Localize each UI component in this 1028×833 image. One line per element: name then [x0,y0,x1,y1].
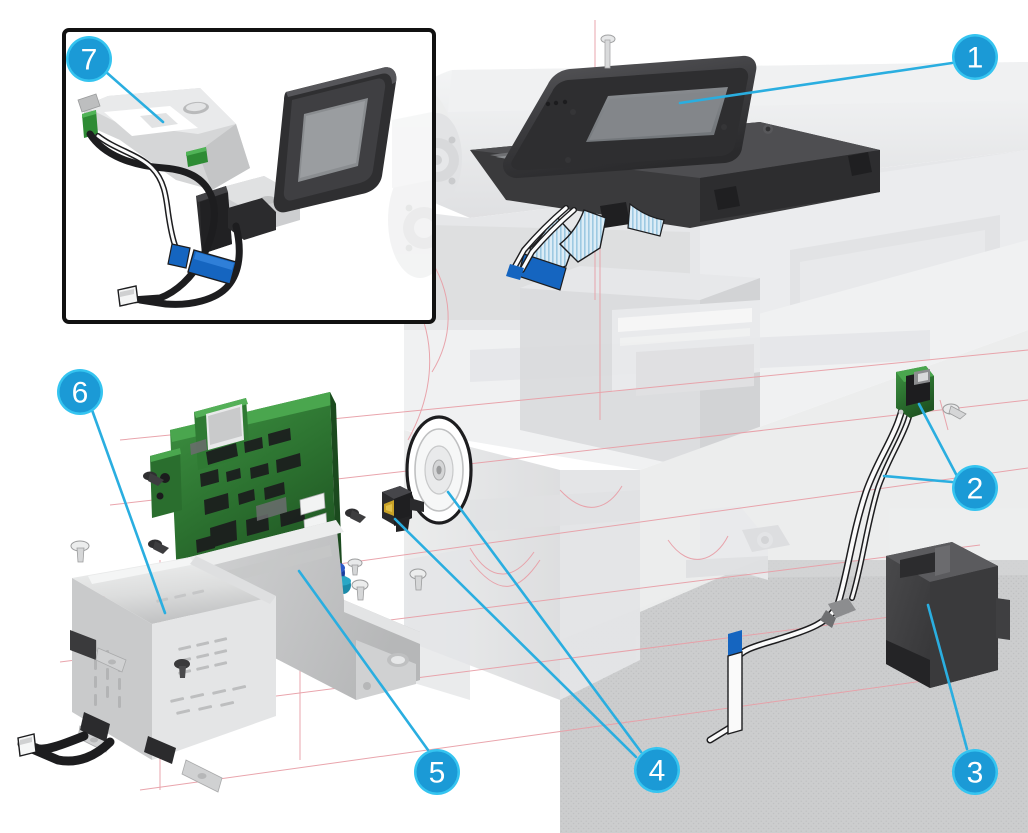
carriage-assembly-ghost [520,266,760,470]
callout-7-number: 7 [81,44,98,77]
detail-inset-frame [62,28,436,324]
callout-2-leader-2 [882,474,954,484]
callout-7-disc [68,38,110,80]
part-maintenance-cartridge-box [886,542,1010,688]
callout-6-leader-1 [90,408,167,615]
callout-6[interactable]: 6 [57,369,103,415]
callout-1-leader-1 [678,61,954,105]
callout-3-disc [954,751,996,793]
callout-3-leader-1 [926,603,969,751]
callout-leader-lines [90,61,969,759]
screw-encoder-sensor [347,558,363,576]
callout-bubbles: 1 2 3 4 5 6 7 [57,34,998,795]
inset-illustration [66,32,432,320]
callout-6-disc [59,371,101,413]
part-power-supply-unit [17,556,276,793]
callout-4-disc [636,749,678,791]
screw-sensor [942,403,967,420]
part-main-pca-board [150,392,420,700]
callout-1[interactable]: 1 [952,34,998,80]
part-encoder-disc [405,415,473,525]
callout-2-number: 2 [967,473,984,506]
part-sensor-pca-and-cable [706,366,967,744]
callout-4-leader-1 [446,490,643,754]
callout-4-number: 4 [649,755,666,788]
callout-6-number: 6 [72,377,89,410]
callout-2[interactable]: 2 [952,465,998,511]
callout-5-leader-1 [297,569,430,752]
callout-2-disc [954,467,996,509]
callout-5-number: 5 [429,757,446,790]
screw-psu-top [174,659,190,678]
callout-7[interactable]: 7 [66,36,112,82]
callout-7-leader-1 [104,70,165,124]
screw-front-panel [600,34,616,69]
callout-5-disc [416,751,458,793]
callout-3-number: 3 [967,757,984,790]
callout-2-leader-1 [917,402,959,478]
callout-4-leader-2 [393,517,638,759]
callout-1-number: 1 [967,42,984,75]
callout-3[interactable]: 3 [952,749,998,795]
part-encoder-sensor [382,486,424,532]
callout-4[interactable]: 4 [634,747,680,793]
callout-1-disc [954,36,996,78]
callout-5[interactable]: 5 [414,749,460,795]
